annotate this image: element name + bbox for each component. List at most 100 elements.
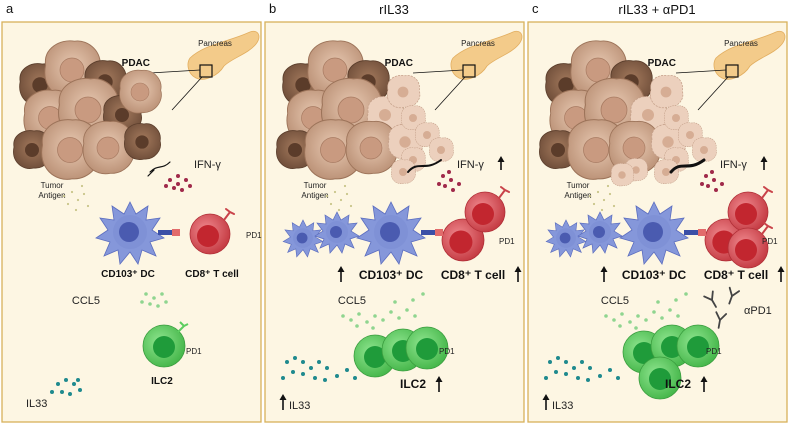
tumor-antigen-label-line1: Tumor [41, 181, 64, 190]
tumor-cell [123, 123, 162, 161]
pdac-label: PDAC [648, 58, 676, 69]
il33-label: IL33 [26, 398, 47, 410]
inset-line-top [675, 69, 727, 74]
pancreas-label: Pancreas [724, 39, 758, 48]
tumor-antigen-label-line2: Antigen [38, 191, 65, 200]
tcr-receptor [172, 229, 180, 236]
panel-title: rIL33 [379, 2, 409, 17]
ilc2-cluster [142, 321, 189, 368]
ifng-increase-arrow [760, 156, 768, 170]
tumor-cell [119, 69, 162, 114]
cd8-tcell-label: CD8⁺ T cell [185, 269, 239, 280]
dc-tcell-synapse [545, 186, 773, 269]
cd8-tcell-label: CD8⁺ T cell [704, 268, 768, 282]
panel-title: rIL33 + αPD1 [618, 2, 695, 17]
tcell-increase-arrow [777, 266, 785, 282]
dying-tumor-cell [653, 159, 679, 185]
ilc2-increase-arrow [435, 376, 443, 392]
pancreas-organ [450, 30, 523, 80]
inset-line-top [149, 69, 201, 74]
tumor-antigen-label-line2: Antigen [564, 191, 591, 200]
mhc-receptor [684, 230, 704, 235]
pd1-ilc2-label: PD1 [186, 347, 202, 356]
tumor-antigen-label-line2: Antigen [301, 191, 328, 200]
apd1-antibodies [703, 286, 740, 329]
inset-line-bottom [434, 76, 466, 111]
il33-dots [50, 378, 82, 396]
pd1-ilc2-label: PD1 [706, 347, 722, 356]
panel-letter: c [532, 1, 539, 16]
dying-tumor-cell [691, 137, 717, 163]
dc-tcell-synapse [95, 201, 235, 265]
pdac-label: PDAC [122, 58, 150, 69]
pancreas-label: Pancreas [461, 39, 495, 48]
dying-tumor-cell [390, 159, 416, 185]
ilc2-label: ILC2 [151, 376, 173, 387]
dc-increase-arrow [600, 266, 608, 282]
ccl5-label: CCL5 [72, 295, 100, 307]
pancreas-label: Pancreas [198, 39, 232, 48]
inset-line-bottom [697, 76, 729, 111]
ifng-label: IFN-γ [720, 159, 747, 171]
pdac-inset-box [199, 64, 213, 78]
ifng-dots [164, 174, 192, 192]
il33-label: IL33 [552, 400, 573, 412]
cd103-dc-label: CD103⁺ DC [359, 268, 424, 282]
ilc2-cell [676, 324, 720, 368]
cd103-dc-label: CD103⁺ DC [101, 269, 155, 280]
ifng-dots [700, 170, 724, 192]
il33-dots [544, 356, 620, 382]
cd8-tcell-label: CD8⁺ T cell [441, 268, 505, 282]
tumor-antigen-label-line1: Tumor [567, 181, 590, 190]
pdac-inset-box [725, 64, 739, 78]
ifng-signal-curve [407, 159, 442, 173]
ccl5-dots [604, 292, 688, 330]
ifng-signal-curve [669, 158, 706, 174]
ccl5-label: CCL5 [338, 295, 366, 307]
dying-tumor-cell [610, 163, 635, 187]
inset-line-top [412, 69, 464, 74]
ifng-label: IFN-γ [194, 159, 221, 171]
il33-dots [281, 356, 357, 382]
tcr-receptor [698, 229, 706, 236]
panel-a: aPancreasPDACTumorAntigenIFN-γPD1CD103⁺ … [1, 1, 262, 423]
il33-increase-arrow [279, 394, 287, 410]
mhc-receptor [421, 230, 441, 235]
ilc2-label: ILC2 [665, 377, 691, 391]
ilc2-increase-arrow [700, 376, 708, 392]
antigen-dots [62, 184, 90, 212]
ccl5-label: CCL5 [601, 295, 629, 307]
il33-increase-arrow [542, 394, 550, 410]
cd103-dc-label: CD103⁺ DC [622, 268, 687, 282]
il33-label: IL33 [289, 400, 310, 412]
tcr-receptor [435, 229, 443, 236]
dc-tcell-synapse [282, 186, 510, 265]
ccl5-dots [140, 292, 168, 308]
antigen-dots [325, 184, 353, 212]
pd1-tcell-label: PD1 [246, 231, 262, 240]
ifng-dots [437, 170, 461, 192]
pancreas-organ [187, 30, 260, 80]
inset-line-bottom [171, 76, 203, 111]
ifng-label: IFN-γ [457, 159, 484, 171]
dying-tumor-cell [428, 137, 454, 163]
pdac-label: PDAC [385, 58, 413, 69]
pd1-tcell-label: PD1 [499, 237, 515, 246]
ifng-increase-arrow [497, 156, 505, 170]
tumor-cell [386, 74, 421, 109]
pd1-tcell-label: PD1 [762, 237, 778, 246]
tumor-cell [649, 74, 684, 109]
ccl5-dots [341, 292, 425, 330]
panel-letter: a [6, 1, 14, 16]
apd1-label: αPD1 [744, 305, 772, 317]
pancreas-organ [713, 30, 786, 80]
tumor-antigen-label-line1: Tumor [304, 181, 327, 190]
ifng-signal-curve [147, 161, 171, 177]
pd1-ilc2-label: PD1 [439, 347, 455, 356]
dc-increase-arrow [337, 266, 345, 282]
antigen-dots [588, 184, 616, 212]
panel-letter: b [269, 1, 276, 16]
